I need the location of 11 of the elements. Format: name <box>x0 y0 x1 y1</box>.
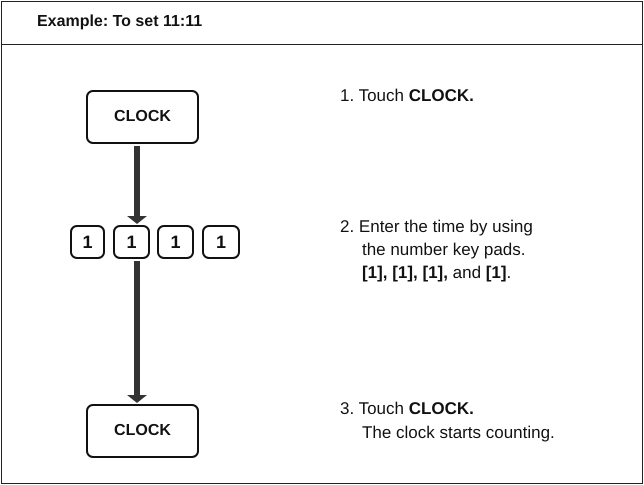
key-button: 1 <box>157 225 194 259</box>
key-button: CLOCK <box>86 404 199 458</box>
key-button: 1 <box>70 225 105 259</box>
key-button: 1 <box>113 225 150 259</box>
step-instruction: The clock starts counting. <box>362 422 556 444</box>
step-instruction: 1. Touch CLOCK. <box>340 85 475 107</box>
key-button: 1 <box>202 225 240 259</box>
step-instruction: 2. Enter the time by using the number key pads. [1], [1], [1], and [1]. <box>340 216 534 284</box>
heading: Example: To set 11:11 <box>37 13 202 31</box>
key-button: CLOCK <box>86 90 199 144</box>
step-instruction: 3. Touch CLOCK. <box>340 398 475 420</box>
